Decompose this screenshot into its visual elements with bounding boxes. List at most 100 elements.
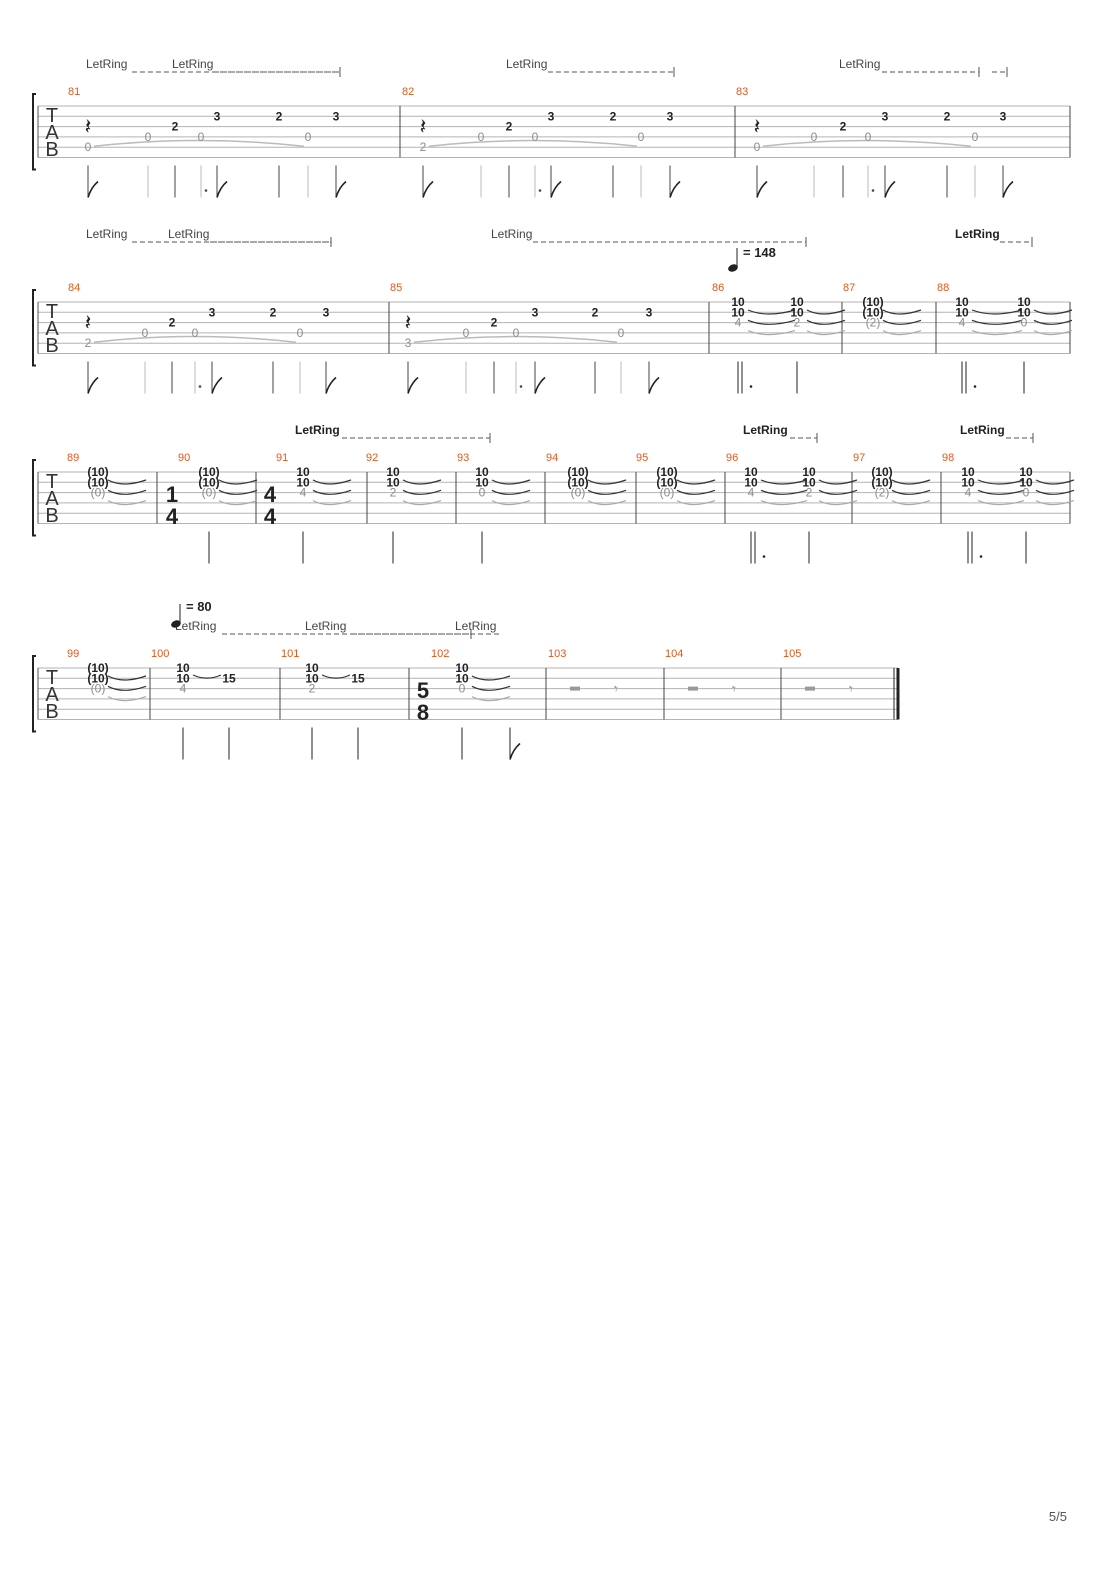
tab-fret-number: 10 [802, 475, 816, 489]
tie-arc [107, 489, 147, 495]
measure-number: 92 [366, 452, 378, 464]
time-signature-top: 5 [417, 678, 429, 703]
slide-arc [192, 674, 222, 679]
tab-fret-number: 0 [532, 130, 539, 144]
tab-fret-number-bass: (0) [571, 486, 586, 500]
tie-arc [218, 500, 258, 506]
tab-fret-number: 0 [192, 326, 199, 340]
tab-fret-number: 2 [491, 316, 498, 330]
measure-number: 99 [67, 648, 79, 660]
tie-arc [107, 696, 147, 702]
system-bracket [32, 655, 36, 733]
tab-fret-number: 0 [145, 130, 152, 144]
tab-clef-letter: B [45, 701, 58, 723]
dot [979, 555, 983, 558]
tab-fret-number: 10 [955, 295, 969, 309]
tab-fret-number: 10 [386, 465, 400, 479]
half-rest [688, 686, 698, 691]
tie-arc [491, 489, 531, 495]
tab-fret-number-bass: 4 [735, 316, 742, 330]
measure-number: 97 [853, 452, 865, 464]
note-flag [534, 376, 546, 394]
tie-arc [747, 309, 796, 315]
tab-fret-number-bass: 2 [794, 316, 801, 330]
let-ring-label: LetRing [960, 423, 1005, 437]
let-ring-label: LetRing [175, 619, 216, 633]
page-number: 5/5 [1048, 1509, 1067, 1524]
measure-number: 103 [548, 648, 566, 660]
tab-fret-number: 2 [85, 336, 92, 350]
tie-arc [747, 330, 796, 336]
tie-arc [747, 319, 796, 325]
tab-fret-number: 2 [944, 109, 951, 123]
tab-fret-number: 2 [172, 120, 179, 134]
tab-fret-number-bass: 4 [959, 316, 966, 330]
let-ring-label: LetRing [172, 57, 213, 71]
tab-clef-letter: B [45, 139, 58, 161]
tie-arc [971, 309, 1023, 315]
tab-fret-number-bass: 4 [965, 486, 972, 500]
note-flag [1002, 180, 1014, 198]
tab-fret-number: 15 [222, 671, 236, 685]
tie-arc [882, 319, 922, 325]
tab-fret-number: 10 [455, 671, 469, 685]
tab-fret-number: (10) [871, 465, 892, 479]
let-ring-label: LetRing [491, 227, 532, 241]
tab-fret-number: 2 [840, 120, 847, 134]
tie-arc [971, 330, 1023, 336]
tab-fret-number: 2 [506, 120, 513, 134]
tab-fret-number: 0 [972, 130, 979, 144]
note-flag [422, 180, 434, 198]
measure-number: 101 [281, 648, 299, 660]
tab-fret-number: 3 [209, 305, 216, 319]
tab-fret-number: 10 [961, 465, 975, 479]
tie-arc [1035, 500, 1075, 506]
tie-arc [587, 500, 627, 506]
measure-number: 93 [457, 452, 469, 464]
note-flag [648, 376, 660, 394]
tab-fret-number: 2 [270, 305, 277, 319]
note-flag [87, 376, 99, 394]
slide-arc [321, 674, 351, 679]
dot [749, 385, 753, 388]
tab-fret-number: 3 [1000, 109, 1007, 123]
tab-fret-number-bass: 2 [806, 486, 813, 500]
tab-fret-number: (10) [862, 305, 883, 319]
tie-arc [107, 479, 147, 485]
tie-arc [977, 479, 1025, 485]
tab-fret-number: 0 [142, 326, 149, 340]
tab-fret-number: 10 [1017, 295, 1031, 309]
tab-fret-number: 10 [731, 305, 745, 319]
tie-arc [1035, 479, 1075, 485]
let-ring-label: LetRing [506, 57, 547, 71]
note-flag [550, 180, 562, 198]
measure-number: 82 [402, 86, 414, 98]
tie-arc [402, 479, 442, 485]
tie-arc [760, 489, 808, 495]
tab-fret-number: 0 [754, 140, 761, 154]
tab-fret-number-bass: 4 [748, 486, 755, 500]
tab-fret-number: 10 [790, 295, 804, 309]
tie-arc [971, 319, 1023, 325]
tab-fret-number: (10) [656, 475, 677, 489]
quarter-rest: 𝄽 [405, 310, 412, 335]
dot [538, 189, 542, 192]
tab-fret-number: 3 [646, 305, 653, 319]
tab-fret-number: (10) [87, 661, 108, 675]
tie-arc [312, 479, 352, 485]
tab-clef-letter: T [46, 301, 58, 323]
tie-arc [93, 335, 297, 343]
half-rest [805, 686, 815, 691]
tab-fret-number: 10 [475, 465, 489, 479]
tie-arc [891, 500, 931, 506]
tab-clef-letter: T [46, 105, 58, 127]
tab-fret-number: 2 [276, 109, 283, 123]
tab-clef-letter: T [46, 667, 58, 689]
tie-arc [491, 479, 531, 485]
tie-arc [676, 500, 716, 506]
tab-fret-number: 10 [296, 465, 310, 479]
